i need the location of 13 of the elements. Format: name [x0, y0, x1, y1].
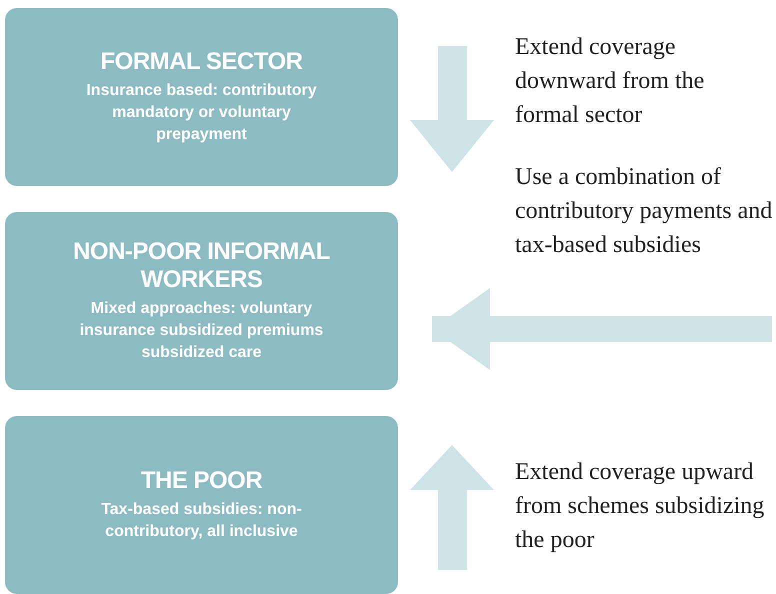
category-box — [5, 416, 398, 594]
box-heading: FORMAL SECTOR — [100, 48, 302, 76]
box-heading: THE POOR — [140, 467, 262, 495]
note-text: Extend coverage downward from the formal sector — [515, 33, 706, 130]
box-description: Tax-based subsidies: non-contributory, all inclusive — [100, 500, 303, 542]
box-description: Insurance based: contributory mandatory or voluntary prepayment — [85, 81, 318, 145]
note-text: Extend coverage upward from schemes subsidizing the poor — [515, 458, 766, 555]
box-heading: NON-POOR INFORMAL WORKERS — [72, 238, 331, 294]
category-box — [5, 212, 398, 390]
arrow — [432, 288, 772, 370]
note-text: Use a combination of contributory payments and tax-based subsidies — [515, 163, 774, 260]
category-box — [5, 8, 398, 186]
box-description: Mixed approaches: voluntary insurance subsidized premiums subsidized care — [78, 299, 324, 363]
